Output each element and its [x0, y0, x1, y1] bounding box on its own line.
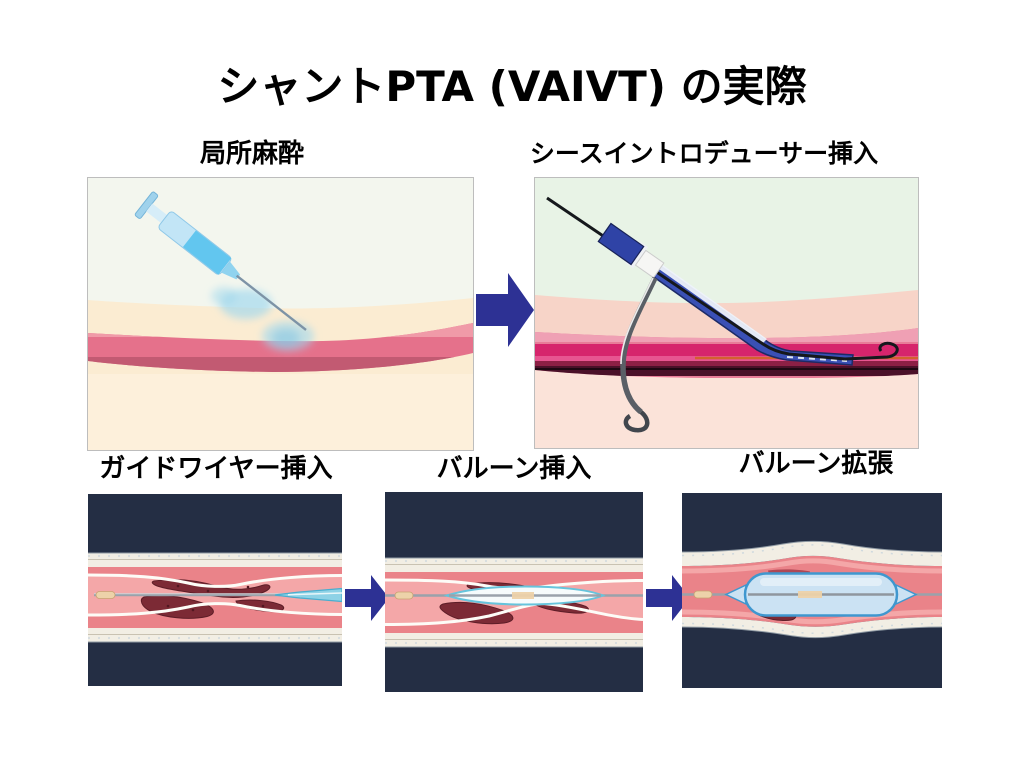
illustration-local-anesthesia [87, 177, 474, 451]
anesthetic-bleb [211, 287, 314, 351]
deep-tissue [535, 368, 918, 448]
guidewire-tip-marker [693, 590, 713, 599]
syringe-hub [221, 261, 241, 280]
plaque-speckles [166, 584, 265, 612]
background-above-skin [535, 178, 918, 304]
step-label-sheath-introducer: シースイントロデューサー挿入 [529, 139, 879, 168]
intima-line-bottom [385, 601, 643, 626]
guidewire-drawing [88, 494, 342, 686]
guidewire-tip-marker [394, 591, 414, 600]
balloon-insertion-drawing [385, 492, 643, 692]
step-label-guidewire: ガイドワイヤー挿入 [99, 454, 333, 484]
illustration-balloon-dilation [682, 493, 942, 688]
deep-tissue [88, 374, 473, 450]
step-label-local-anesthesia: 局所麻酔 [199, 139, 305, 169]
local-anesthesia-drawing [88, 178, 473, 450]
syringe-liquid [182, 230, 232, 275]
hub-white-segment [634, 249, 665, 279]
slide-title: シャントPTA (VAIVT) の実際 [217, 62, 807, 111]
step-label-balloon-dilation: バルーン拡張 [738, 449, 894, 479]
flow-arrow-icon [646, 575, 690, 621]
background-above-skin [88, 178, 473, 309]
illustration-balloon-insertion [385, 492, 643, 692]
catheter-tip [274, 587, 342, 603]
guidewire-j-tip [844, 341, 899, 361]
sheath-hub [597, 222, 665, 279]
illustration-guidewire-insertion [88, 494, 342, 686]
side-port-highlight [620, 277, 654, 365]
hub-block [597, 222, 645, 266]
balloon-marker [798, 591, 822, 598]
vessel-wall-bottom [682, 617, 942, 638]
illustration-sheath-introducer [534, 177, 919, 449]
flow-arrow-icon [476, 273, 534, 347]
sheath-highlight [635, 248, 767, 343]
vessel-wall-top [682, 541, 942, 566]
balloon-marker [512, 592, 534, 599]
step-label-balloon-insertion: バルーン挿入 [436, 454, 592, 484]
balloon-sheen [760, 578, 882, 586]
intima-line-top [88, 573, 342, 588]
sheath-introducer-drawing [535, 178, 918, 448]
needle [235, 274, 307, 331]
lumen-highlight-bottom [682, 609, 942, 625]
lumen-highlight-top [682, 558, 942, 574]
side-port-tube [620, 276, 658, 415]
balloon-dilation-drawing [682, 493, 942, 688]
guidewire [546, 196, 846, 361]
guidewire-tip-marker [95, 591, 116, 599]
flow-arrow-icon [345, 575, 389, 621]
syringe [134, 191, 307, 331]
intima-line-bottom [88, 602, 342, 617]
side-port-hook [623, 410, 650, 433]
sheath-introducer [546, 196, 899, 433]
